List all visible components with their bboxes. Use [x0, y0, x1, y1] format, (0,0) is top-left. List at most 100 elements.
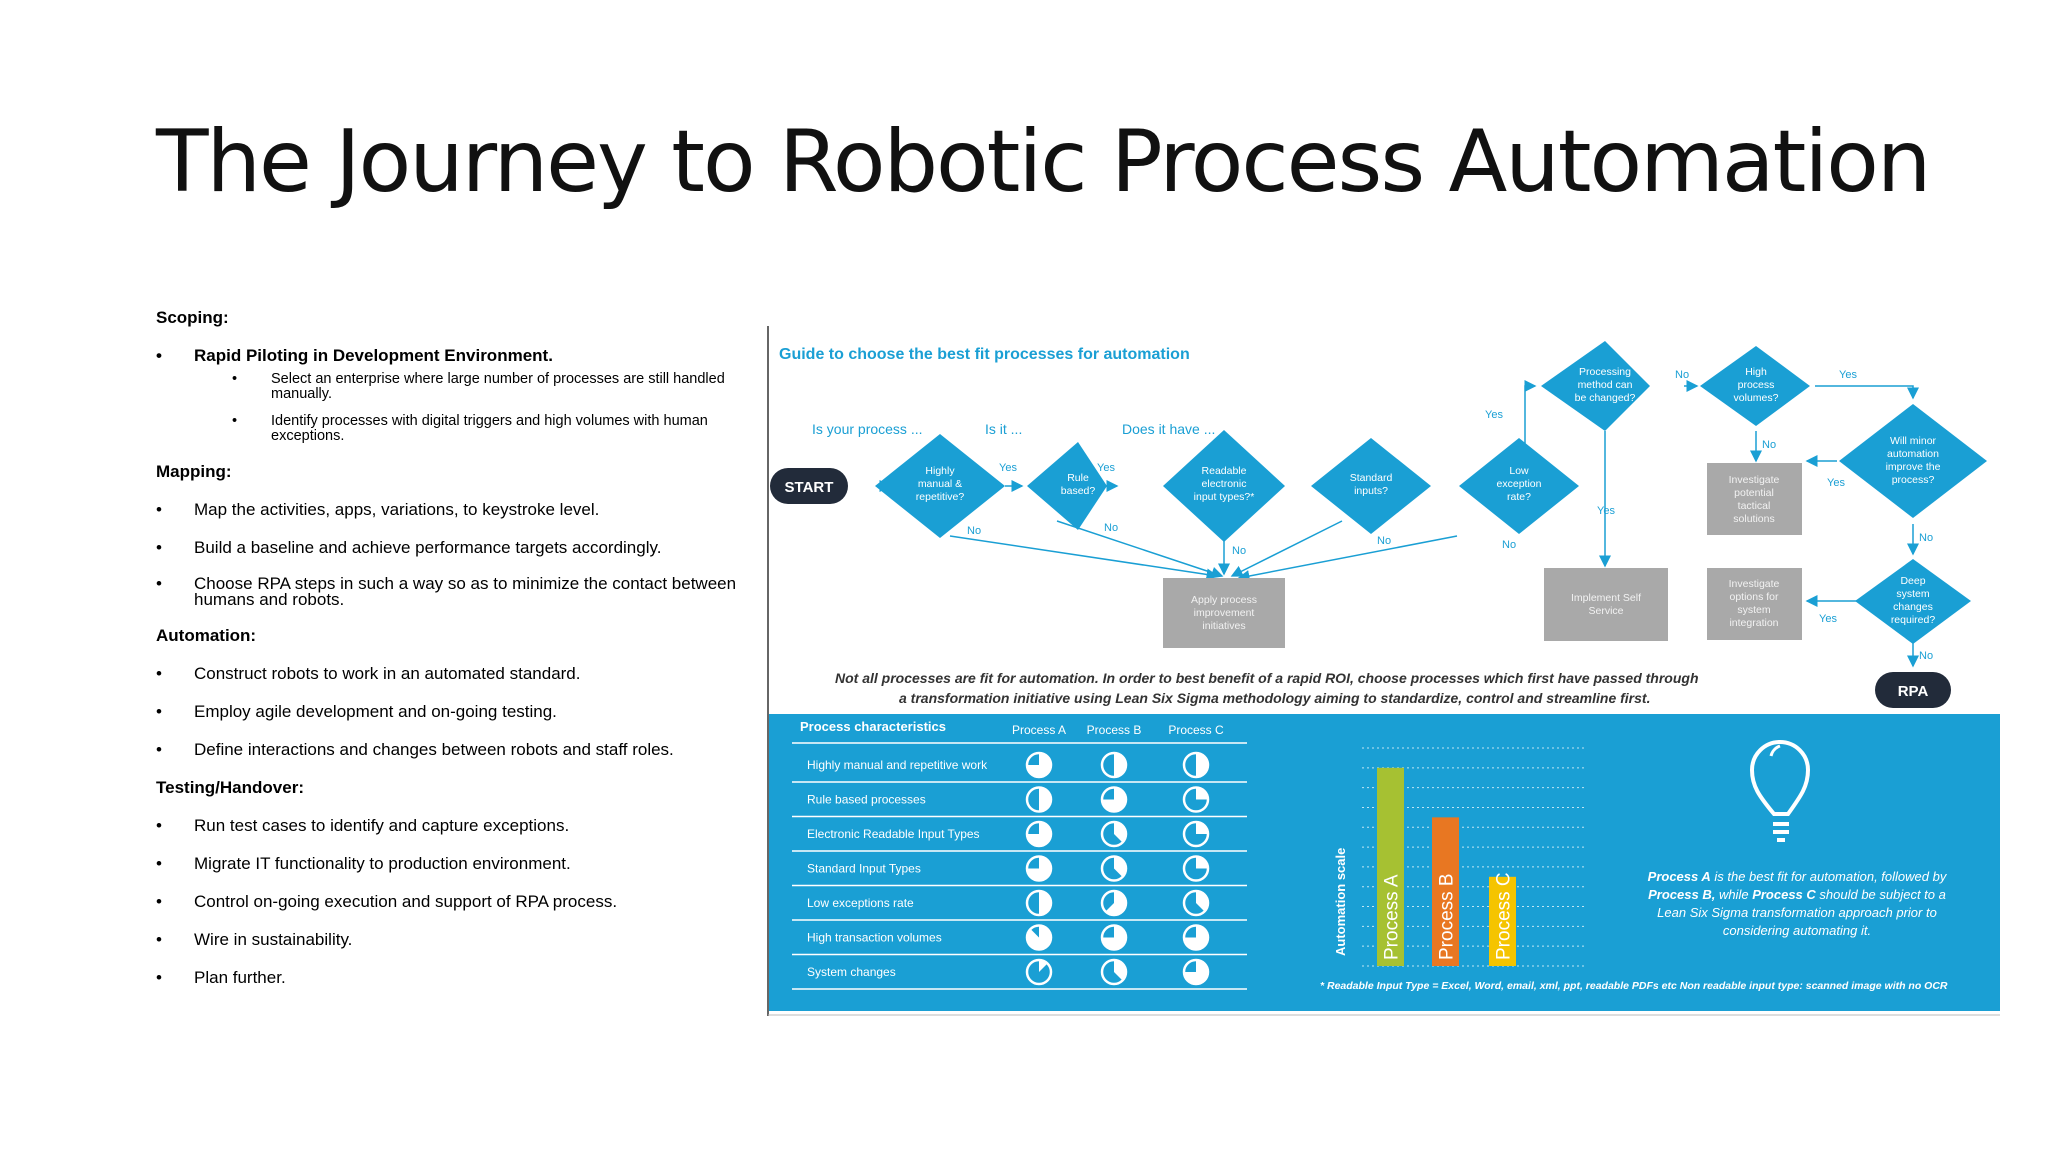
harvey-ball-fill	[1114, 960, 1127, 981]
table-row-label: Highly manual and repetitive work	[807, 758, 988, 772]
question-label: Is it ...	[985, 421, 1022, 437]
diamond-text: required?	[1891, 614, 1936, 626]
testing-bullet: Migrate IT functionality to production e…	[156, 854, 756, 874]
diamond-text: High	[1745, 366, 1767, 378]
diamond-text: Rule	[1067, 472, 1089, 484]
harvey-ball-fill	[1196, 822, 1208, 834]
table-row-label: High transaction volumes	[807, 931, 942, 945]
note-line: Not all processes are fit for automation…	[835, 670, 1699, 686]
yes-label: Yes	[1819, 613, 1837, 625]
decision-diamond	[1311, 438, 1431, 534]
apply-process-box	[1163, 578, 1285, 648]
box-text: solutions	[1733, 513, 1774, 525]
chart-bar	[1432, 817, 1459, 966]
mapping-bullet: Map the activities, apps, variations, to…	[156, 500, 756, 520]
table-column-header: Process A	[1012, 723, 1066, 737]
self-service-box	[1544, 568, 1668, 641]
yes-label: Yes	[1485, 409, 1503, 421]
conclusion-line: Lean Six Sigma transformation approach p…	[1657, 905, 1937, 920]
conclusion-line: considering automating it.	[1723, 923, 1871, 938]
table-row-label: Standard Input Types	[807, 862, 921, 876]
diamond-text: be changed?	[1575, 392, 1636, 404]
no-label: No	[1675, 369, 1689, 381]
box-text: integration	[1729, 617, 1778, 629]
harvey-ball-fill	[1196, 787, 1208, 800]
rpa-label: RPA	[1898, 683, 1929, 700]
harvey-ball-fill	[1027, 856, 1051, 881]
no-label: No	[1919, 650, 1933, 662]
harvey-ball-fill	[1026, 925, 1051, 950]
harvey-ball-fill	[1114, 856, 1127, 877]
lightbulb-icon	[1749, 740, 1811, 842]
harvey-ball-fill	[1196, 856, 1208, 869]
diamond-text: Deep	[1900, 575, 1925, 587]
diamond-text: electronic	[1202, 478, 1247, 490]
yes-label: Yes	[1097, 462, 1115, 474]
diamond-text: Standard	[1350, 472, 1393, 484]
diamond-text: process?	[1892, 474, 1935, 486]
no-label: No	[1377, 535, 1391, 547]
diamond-text: exception	[1497, 478, 1542, 490]
diamond-text: Low	[1509, 465, 1529, 477]
harvey-ball-fill	[1039, 787, 1051, 812]
integration-options-box	[1707, 568, 1802, 640]
chart-bar	[1377, 767, 1404, 966]
harvey-ball-fill	[1102, 925, 1126, 950]
box-text: improvement	[1194, 607, 1255, 619]
box-text: potential	[1734, 487, 1774, 499]
harvey-ball-fill	[1039, 891, 1051, 915]
diamond-text: Processing	[1579, 366, 1631, 378]
harvey-ball-fill	[1184, 925, 1208, 950]
harvey-ball-fill	[1102, 787, 1126, 812]
left-text-column: Scoping: Rapid Piloting in Development E…	[156, 308, 756, 1006]
start-label: START	[785, 479, 834, 496]
note-line: a transformation initiative using Lean S…	[899, 690, 1650, 706]
table-column-header: Process C	[1168, 723, 1224, 737]
scoping-heading: Scoping:	[156, 308, 229, 327]
diamond-text: changes	[1893, 601, 1933, 613]
scoping-bullet: Rapid Piloting in Development Environmen…	[156, 346, 756, 366]
no-label: No	[967, 525, 981, 537]
automation-heading: Automation:	[156, 626, 257, 645]
decision-diamond	[1027, 442, 1107, 530]
decision-diamond	[1839, 404, 1987, 518]
chart-bar-label: Process C	[1494, 872, 1515, 960]
mapping-bullet: Build a baseline and achieve performance…	[156, 538, 756, 558]
diamond-text: method can	[1578, 379, 1633, 391]
rpa-pill	[1875, 672, 1951, 708]
table-header: Process characteristics	[800, 719, 946, 734]
automation-bullet: Employ agile development and on-going te…	[156, 702, 756, 722]
decision-diamond	[1541, 341, 1650, 431]
conclusion-line: Process A is the best fit for automation…	[1648, 869, 1948, 884]
chart-bar-label: Process B	[1437, 873, 1458, 960]
harvey-ball-fill	[1027, 753, 1051, 777]
box-text: Investigate	[1729, 578, 1780, 590]
chart-bar-label: Process A	[1382, 874, 1403, 960]
harvey-ball-fill	[1114, 822, 1127, 843]
diamond-text: manual &	[918, 478, 962, 490]
diamond-text: Highly	[925, 465, 955, 477]
automation-bullet: Define interactions and changes between …	[156, 740, 756, 760]
tactical-solutions-box	[1707, 463, 1802, 535]
diamond-text: Readable	[1202, 465, 1247, 477]
rpa-infographic: Guide to choose the best fit processes f…	[767, 326, 2000, 1016]
table-row-label: Rule based processes	[807, 793, 926, 807]
no-label: No	[1232, 545, 1246, 557]
testing-bullet: Run test cases to identify and capture e…	[156, 816, 756, 836]
box-text: tactical	[1738, 500, 1771, 512]
question-label: Is your process ...	[812, 421, 922, 437]
table-row-label: Electronic Readable Input Types	[807, 827, 980, 841]
diamond-text: inputs?	[1354, 485, 1388, 497]
mapping-bullet: Choose RPA steps in such a way so as to …	[156, 575, 756, 608]
box-text: system	[1737, 604, 1771, 616]
yes-label: Yes	[1827, 477, 1845, 489]
harvey-ball-fill	[1114, 753, 1126, 777]
no-label: No	[1502, 539, 1516, 551]
harvey-ball-fill	[1105, 891, 1126, 916]
testing-bullet: Wire in sustainability.	[156, 930, 756, 950]
diamond-text: Will minor	[1890, 435, 1937, 447]
decision-diamond	[1163, 430, 1285, 542]
harvey-ball-fill	[1039, 960, 1048, 972]
mapping-heading: Mapping:	[156, 462, 232, 481]
